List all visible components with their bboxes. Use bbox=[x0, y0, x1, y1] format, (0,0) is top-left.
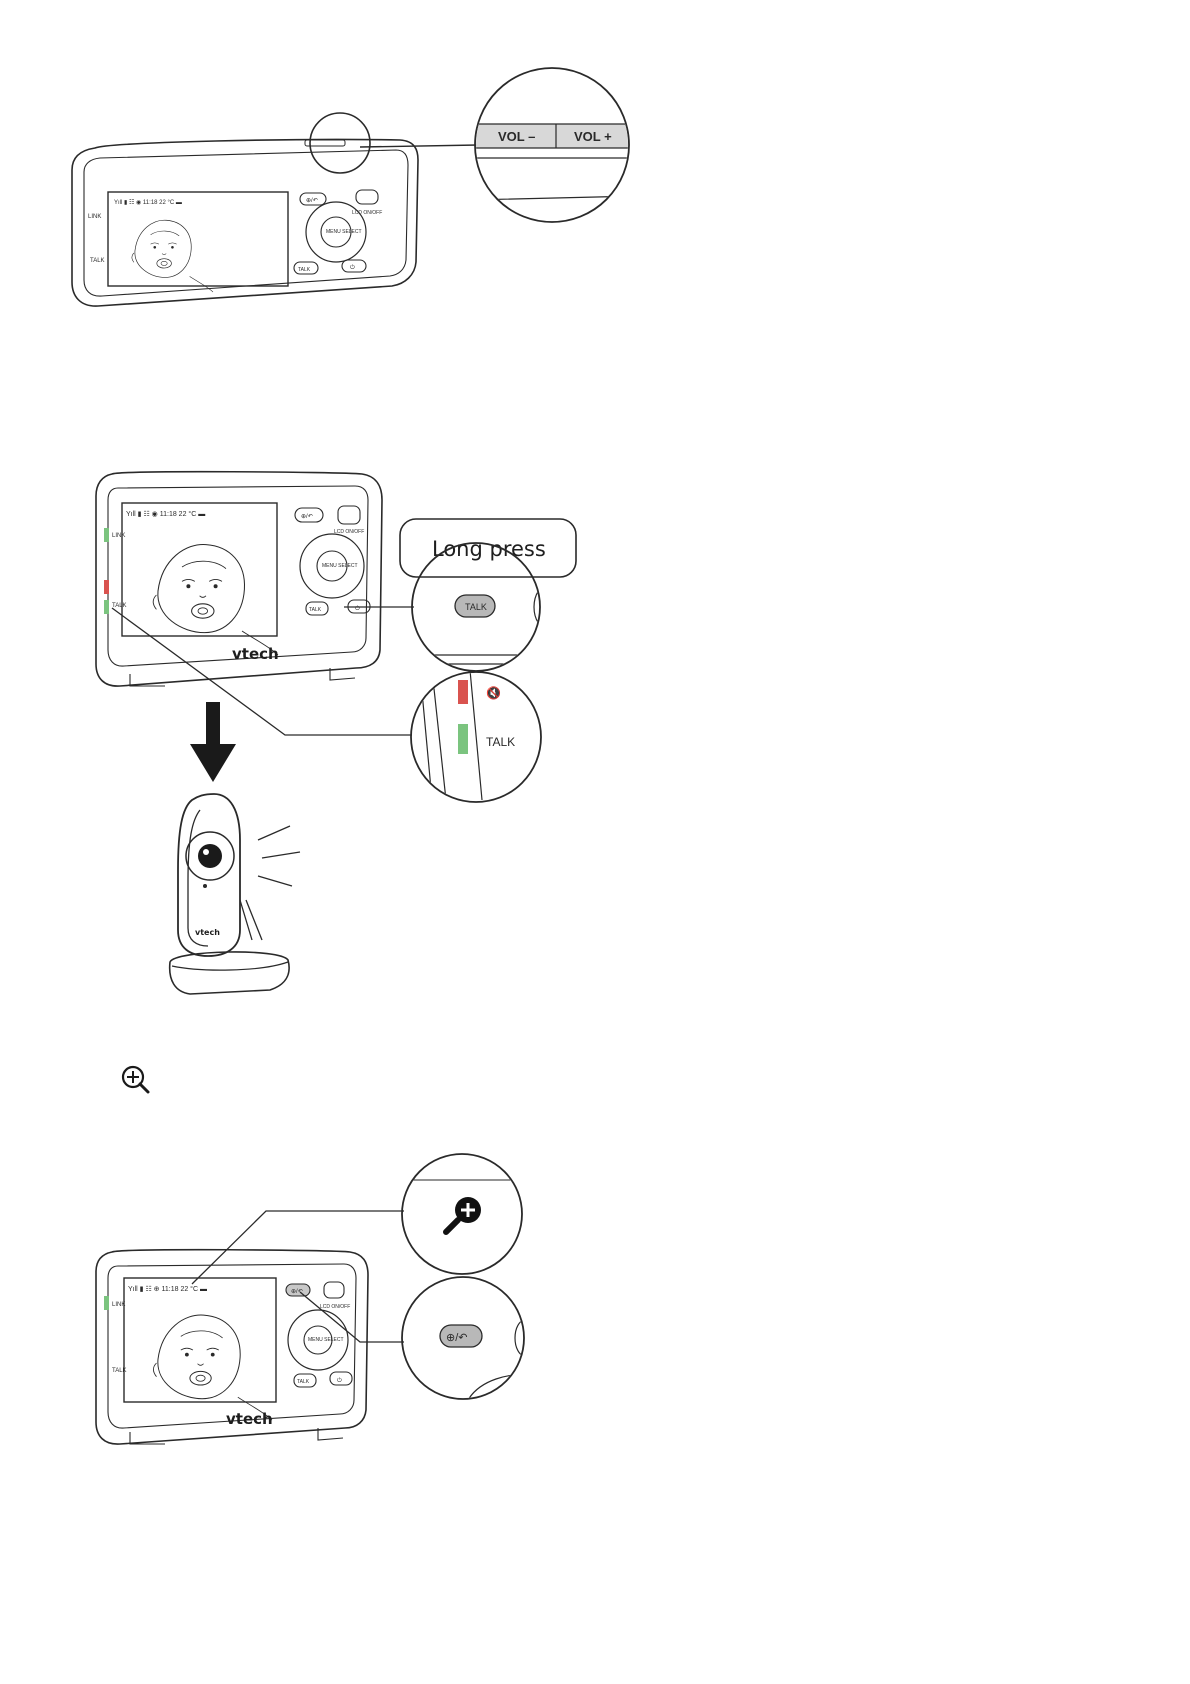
figure-talk-long-press: Yıll ▮ ☷ ◉ 11:18 22 °C ▬ LINK TALK ⊕/↶ L… bbox=[96, 472, 576, 994]
side-label-talk-2: TALK bbox=[112, 603, 127, 609]
svg-text:⊕/↶: ⊕/↶ bbox=[446, 1332, 468, 1344]
brand-logo-monitor-3: vtech bbox=[226, 1410, 273, 1428]
menu-label: MENU SELECT bbox=[326, 229, 362, 235]
talk-button-label-2: TALK bbox=[309, 607, 322, 613]
svg-text:⊕/↶: ⊕/↶ bbox=[291, 1288, 303, 1295]
figure-monitor-volume: Yıll ▮ ☷ ◉ 11:18 22 °C ▬ LINK TALK ⊕/↶ L… bbox=[72, 68, 640, 306]
figure-zoom: Yıll ▮ ☷ ⊕ 11:18 22 °C ▬ LINK TALK ⊕/↶ L… bbox=[96, 1154, 535, 1444]
svg-text:🔇: 🔇 bbox=[486, 686, 501, 700]
zoom-in-icon bbox=[123, 1067, 148, 1092]
callout-talk-side: TALK bbox=[486, 735, 515, 749]
talk-button-label: TALK bbox=[298, 267, 311, 273]
side-label-link: LINK bbox=[88, 214, 101, 220]
callout-vol-minus: VOL – bbox=[498, 129, 535, 144]
svg-text:⏻: ⏻ bbox=[337, 1377, 342, 1384]
svg-text:Yıll ▮ ☷ ◉ 11:18 22: Yıll ▮ ☷ ◉ 11:18 22 °C ▬ bbox=[114, 199, 182, 206]
svg-text:⊕/↶: ⊕/↶ bbox=[306, 197, 318, 204]
side-label-link-2: LINK bbox=[112, 533, 125, 539]
svg-text:Yıll ▮ ☷ ◉ 11:18 22 °C: Yıll ▮ ☷ ◉ 11:18 22 °C ▬ bbox=[126, 510, 205, 518]
side-label-link-3: LINK bbox=[112, 1302, 125, 1308]
callout-talk-button: TALK bbox=[465, 602, 487, 612]
side-label-talk: TALK bbox=[90, 258, 105, 264]
callout-vol-plus: VOL + bbox=[574, 129, 612, 144]
lcd-label-3: LCD ON/OFF bbox=[320, 1304, 350, 1310]
menu-label-3: MENU SELECT bbox=[308, 1337, 344, 1343]
brand-logo-monitor: vtech bbox=[232, 645, 279, 663]
camera-brand-logo: vtech bbox=[195, 928, 220, 937]
talk-button-label-3: TALK bbox=[297, 1379, 310, 1385]
svg-text:Yıll ▮ ☷ ⊕ 11:18 22 °C: Yıll ▮ ☷ ⊕ 11:18 22 °C ▬ bbox=[128, 1285, 207, 1293]
svg-text:⊕/↶: ⊕/↶ bbox=[301, 513, 313, 520]
svg-text:⏻: ⏻ bbox=[355, 605, 360, 612]
arrow-down-icon bbox=[190, 744, 236, 782]
menu-label-2: MENU SELECT bbox=[322, 563, 358, 569]
svg-text:⏻: ⏻ bbox=[350, 264, 355, 271]
baby-unit-camera: vtech bbox=[170, 794, 300, 994]
side-label-talk-3: TALK bbox=[112, 1368, 127, 1374]
